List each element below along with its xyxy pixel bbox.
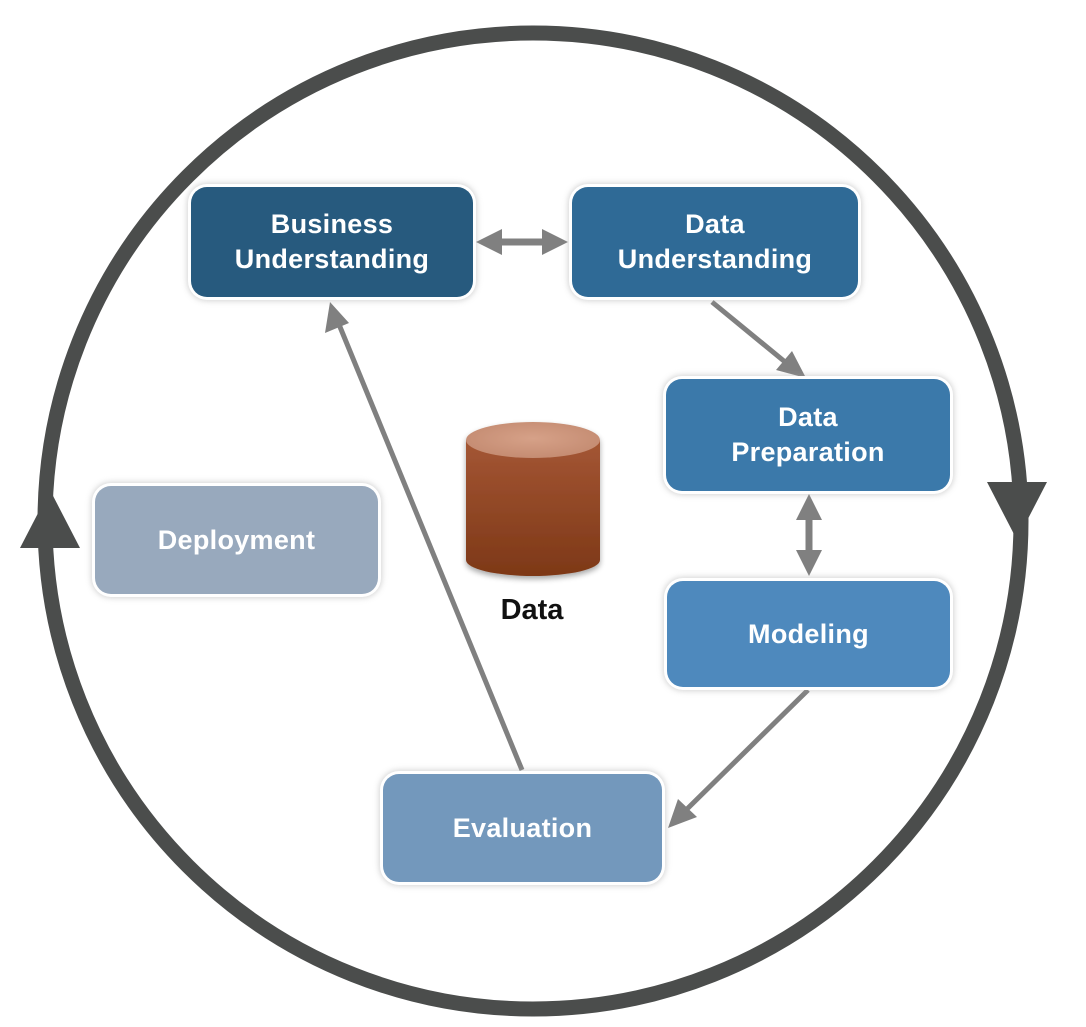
database-cylinder-top [466,422,600,458]
arrowhead-up [796,494,822,520]
arrowhead-down [796,550,822,576]
phase-modeling: Modeling [667,581,950,687]
phase-deployment: Deployment [95,486,378,594]
phase-label: Modeling [748,618,869,649]
arrowhead-down-right [776,351,806,378]
database-icon [466,422,600,576]
database-cylinder-body [466,440,600,576]
arrowhead-right [542,229,568,255]
phase-business-understanding: Business Understanding [191,187,473,297]
phase-data-understanding: Data Understanding [572,187,858,297]
data-store-label: Data [500,594,564,626]
phase-evaluation: Evaluation [383,774,662,882]
phase-data-preparation: Data Preparation [666,379,950,491]
phase-label: Data Understanding [617,209,813,274]
arrowhead-up-left [325,302,349,333]
arrow-evaluation-business [335,321,525,771]
arrowhead-down-left [668,799,697,828]
phase-label: Data Preparation [731,402,885,467]
arrowhead-left [476,229,502,255]
cycle-arrowhead-right [987,482,1047,540]
phase-label: Deployment [157,524,316,555]
arrow-modeling-evaluation [682,688,810,814]
phase-label: Evaluation [452,812,593,843]
cycle-arrowhead-left [20,490,80,548]
phase-label: Business Understanding [234,209,430,274]
flow-arrows [325,229,822,828]
arrow-data-understanding-preparation [710,300,792,368]
